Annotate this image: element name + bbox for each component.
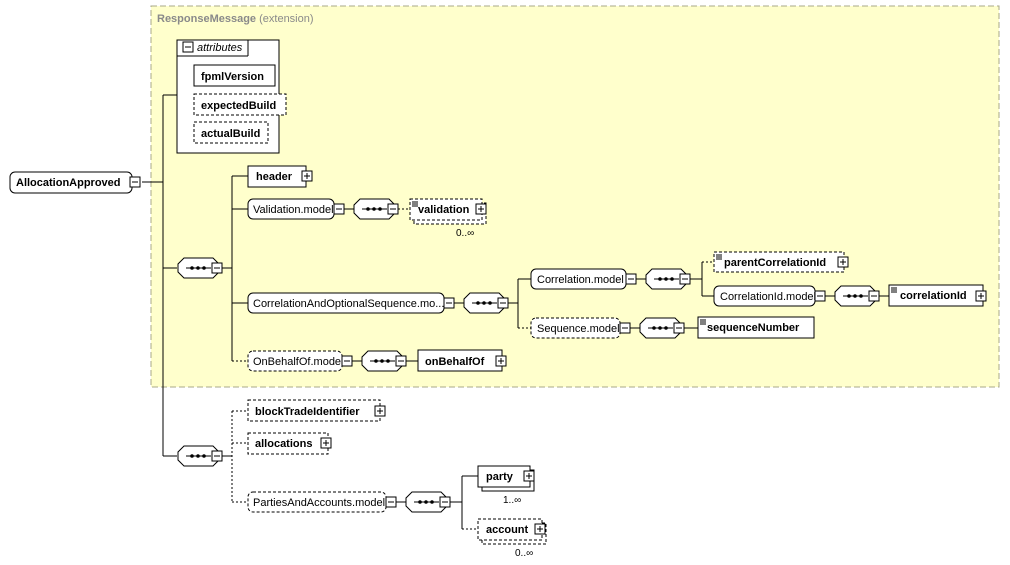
account-occurrence: 0..∞ <box>515 548 533 559</box>
on-behalf-of-label: onBehalfOf <box>425 356 485 368</box>
sequence-model-label: Sequence.model <box>537 323 620 335</box>
attribute-fpmlversion-label: fpmlVersion <box>201 71 264 83</box>
sequence-compositor-own[interactable] <box>177 445 223 467</box>
sequence-number-label: sequenceNumber <box>707 322 800 334</box>
block-trade-identifier-label: blockTradeIdentifier <box>255 406 360 418</box>
correlation-id-model-label: CorrelationId.model <box>720 291 816 303</box>
sequence-compositor-sequence-model[interactable] <box>639 317 685 339</box>
header-expand-button[interactable] <box>301 170 313 182</box>
attributes-label: attributes <box>197 42 243 54</box>
validation-occurrence: 0..∞ <box>456 228 474 239</box>
attribute-actualbuild-label: actualBuild <box>201 128 260 140</box>
account-expand-button[interactable] <box>534 523 546 535</box>
party-label: party <box>486 471 514 483</box>
on-behalf-of-expand-button[interactable] <box>495 355 507 367</box>
allocations-expand-button[interactable] <box>320 437 332 449</box>
correlation-and-optional-sequence-model-label: CorrelationAndOptionalSequence.mo... <box>253 298 444 310</box>
account-label: account <box>486 524 529 536</box>
extension-title: ResponseMessage (extension) <box>157 13 314 25</box>
correlation-id-label: correlationId <box>900 290 967 302</box>
sequence-compositor-validation[interactable] <box>353 198 399 220</box>
attribute-fpmlversion[interactable] <box>193 64 276 87</box>
attribute-actualbuild[interactable] <box>193 121 269 144</box>
party-expand-button[interactable] <box>523 470 535 482</box>
validation-label: validation <box>418 204 470 216</box>
sequence-compositor-correlation-id[interactable] <box>834 285 880 307</box>
root-element-label: AllocationApproved <box>16 177 121 189</box>
header-label: header <box>256 171 293 183</box>
party-occurrence: 1..∞ <box>503 495 521 506</box>
sequence-compositor-on-behalf-of[interactable] <box>361 350 407 372</box>
allocations-label: allocations <box>255 438 312 450</box>
correlation-model-label: Correlation.model <box>537 274 624 286</box>
sequence-compositor-correlation[interactable] <box>463 292 509 314</box>
account-element[interactable] <box>477 518 543 541</box>
attribute-expectedbuild-label: expectedBuild <box>201 100 276 112</box>
sequence-compositor-correlation-model[interactable] <box>645 268 691 290</box>
block-trade-identifier-expand-button[interactable] <box>374 405 386 417</box>
correlation-id-expand-button[interactable] <box>975 290 987 302</box>
sequence-compositor-parties[interactable] <box>405 491 451 513</box>
attribute-expectedbuild[interactable] <box>193 93 287 116</box>
sequence-number-element[interactable] <box>697 316 815 339</box>
validation-expand-button[interactable] <box>475 203 487 215</box>
on-behalf-of-model-label: OnBehalfOf.model <box>253 356 344 368</box>
validation-model-label: Validation.model <box>253 204 334 216</box>
parent-correlation-id-expand-button[interactable] <box>837 256 849 268</box>
parent-correlation-id-label: parentCorrelationId <box>724 257 826 269</box>
sequence-compositor-extension[interactable] <box>177 257 223 279</box>
parties-and-accounts-model-label: PartiesAndAccounts.model <box>253 497 385 509</box>
connector-lines <box>142 94 889 530</box>
